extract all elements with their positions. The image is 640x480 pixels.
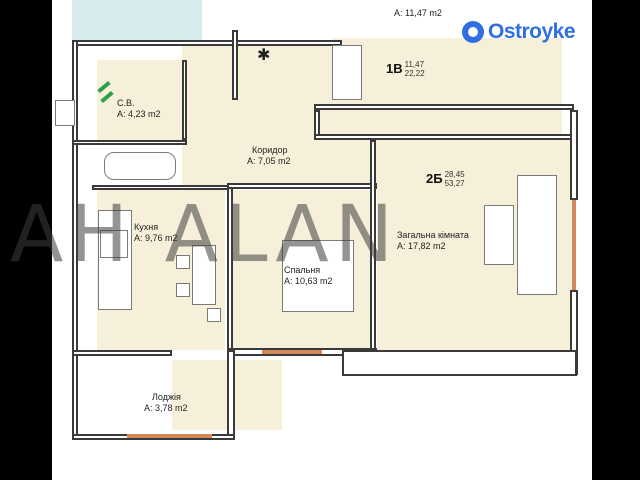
wall-bedroom-top [227,183,377,189]
room-label-corridor: Коридор А: 7,05 m2 [247,145,291,167]
room-name: Спальня [284,265,321,275]
room-area: А: 10,63 m2 [284,276,333,286]
chair-1 [176,255,190,269]
bathtub [104,152,176,180]
chair-2 [176,283,190,297]
room-area: А: 7,05 m2 [247,156,291,166]
brand-logo[interactable]: Ostroyke [462,20,576,44]
room-label-living: Загальна кімната А: 17,82 m2 [397,230,469,252]
wall-bath-corr [182,60,187,140]
sofa [517,175,557,295]
armchair [484,205,514,265]
wall-loggia-right [227,350,235,440]
stove [100,230,128,258]
room-label-kitchen: Кухня А: 9,76 m2 [134,222,178,244]
top-cut-label: А: 11,47 m2 [394,8,442,18]
compass-icon: ✱ [257,47,271,64]
wall-bottom-right [342,350,577,376]
washbasin [55,100,75,126]
wall-neighbor-left [232,30,238,100]
room-label-bedroom: Спальня А: 10,63 m2 [284,265,333,287]
window-living [572,200,576,290]
room-area: А: 9,76 m2 [134,233,178,243]
room-area: А: 17,82 m2 [397,241,446,251]
wall-loggia-left [72,350,172,356]
room-name: С.В. [117,98,135,108]
wall-living-top [314,134,574,140]
window-bedroom [262,350,322,354]
logo-ring-icon [462,21,484,43]
floor-plan: ✱ А: 11,47 m2 С.В. А: 4,23 m2 Коридор А:… [52,0,592,480]
bed [282,240,354,312]
stairwell-area [72,0,202,40]
wall-right [570,110,578,200]
room-name: Лоджія [152,392,181,402]
wall-bath-bottom [72,140,187,145]
chair-3 [207,308,221,322]
room-label-bathroom: С.В. А: 4,23 m2 [117,98,161,120]
logo-text: Ostroyke [488,20,576,43]
watermark: AH ALAN [10,190,400,280]
dining-table [192,245,216,305]
room-label-loggia: Лоджія А: 3,78 m2 [144,392,188,414]
neighbor-sofa [332,45,362,100]
kitchen-counter [98,210,132,310]
wall-neighbor-bottom [314,104,574,110]
room-bathroom [97,60,182,140]
room-area: А: 3,78 m2 [144,403,188,413]
room-name: Загальна кімната [397,230,469,240]
room-name: Кухня [134,222,159,232]
room-name: Коридор [252,145,288,155]
window-loggia [127,434,212,438]
room-area: А: 4,23 m2 [117,109,161,119]
